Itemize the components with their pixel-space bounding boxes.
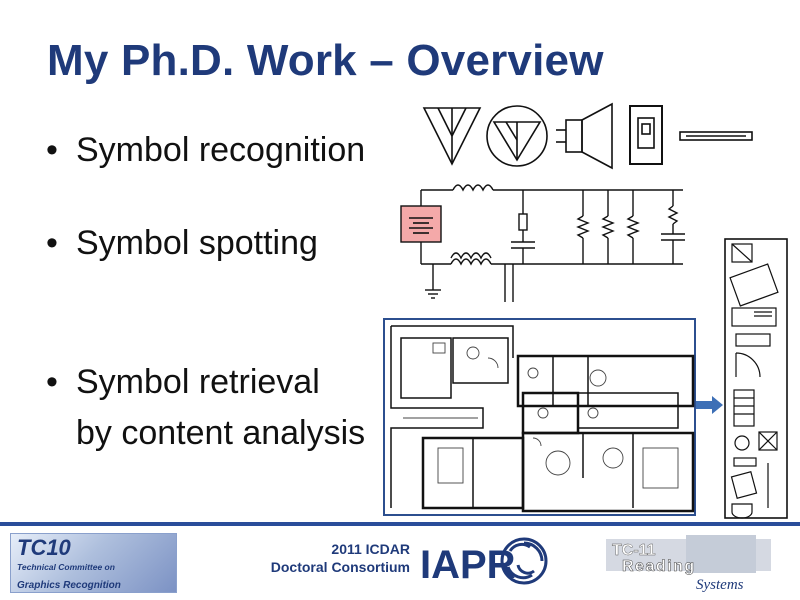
floor-plan-image <box>383 318 696 516</box>
circuit-diagram-image <box>400 184 685 302</box>
triangle-symbol-icon <box>422 107 482 166</box>
footer-rule <box>0 522 800 526</box>
tc10-logo-line2: Graphics Recognition <box>17 580 121 591</box>
bullet-symbol-spotting: • Symbol spotting <box>46 226 318 260</box>
conference-line1: 2011 ICDAR <box>331 541 410 557</box>
tc10-logo-title: TC10 <box>17 535 71 560</box>
bullet-symbol-retrieval: • Symbol retrieval <box>46 365 320 399</box>
conference-line2: Doctoral Consortium <box>270 559 410 575</box>
bullet-continuation: by content analysis <box>76 414 366 452</box>
slide-title: My Ph.D. Work – Overview <box>47 36 604 85</box>
bullet-text: Symbol retrieval <box>76 363 320 401</box>
bullet-text: Symbol recognition <box>76 131 366 169</box>
bullet-marker: • <box>46 224 58 262</box>
symbol-row-image <box>422 102 753 170</box>
highlighted-battery-symbol-icon <box>400 205 442 243</box>
iapr-logo: IAPR <box>420 537 548 587</box>
tc10-logo: TC10 Technical Committee on Graphics Rec… <box>10 533 177 593</box>
speaker-symbol-icon <box>556 102 613 170</box>
bullet-symbol-recognition: • Symbol recognition <box>46 133 365 167</box>
fluorescent-light-symbol-icon <box>679 131 753 141</box>
circle-triangle-symbol-icon <box>486 105 548 167</box>
tc10-logo-line1: Technical Committee on <box>17 562 115 572</box>
tc11-logo-word: Reading <box>622 558 696 575</box>
conference-label: 2011 ICDAR Doctoral Consortium <box>220 540 410 576</box>
arrow-right-icon <box>696 396 723 414</box>
bullet-marker: • <box>46 131 58 169</box>
symbol-column-image <box>724 238 788 519</box>
tc11-logo-tagline: Systems <box>696 577 744 593</box>
switch-plate-symbol-icon <box>629 105 663 165</box>
bullet-text: Symbol spotting <box>76 224 318 262</box>
tc11-logo: TC-11 Reading Systems <box>606 535 771 593</box>
bullet-marker: • <box>46 363 58 401</box>
iapr-logo-text: IAPR <box>420 543 516 587</box>
tc11-logo-code: TC-11 <box>612 542 656 559</box>
